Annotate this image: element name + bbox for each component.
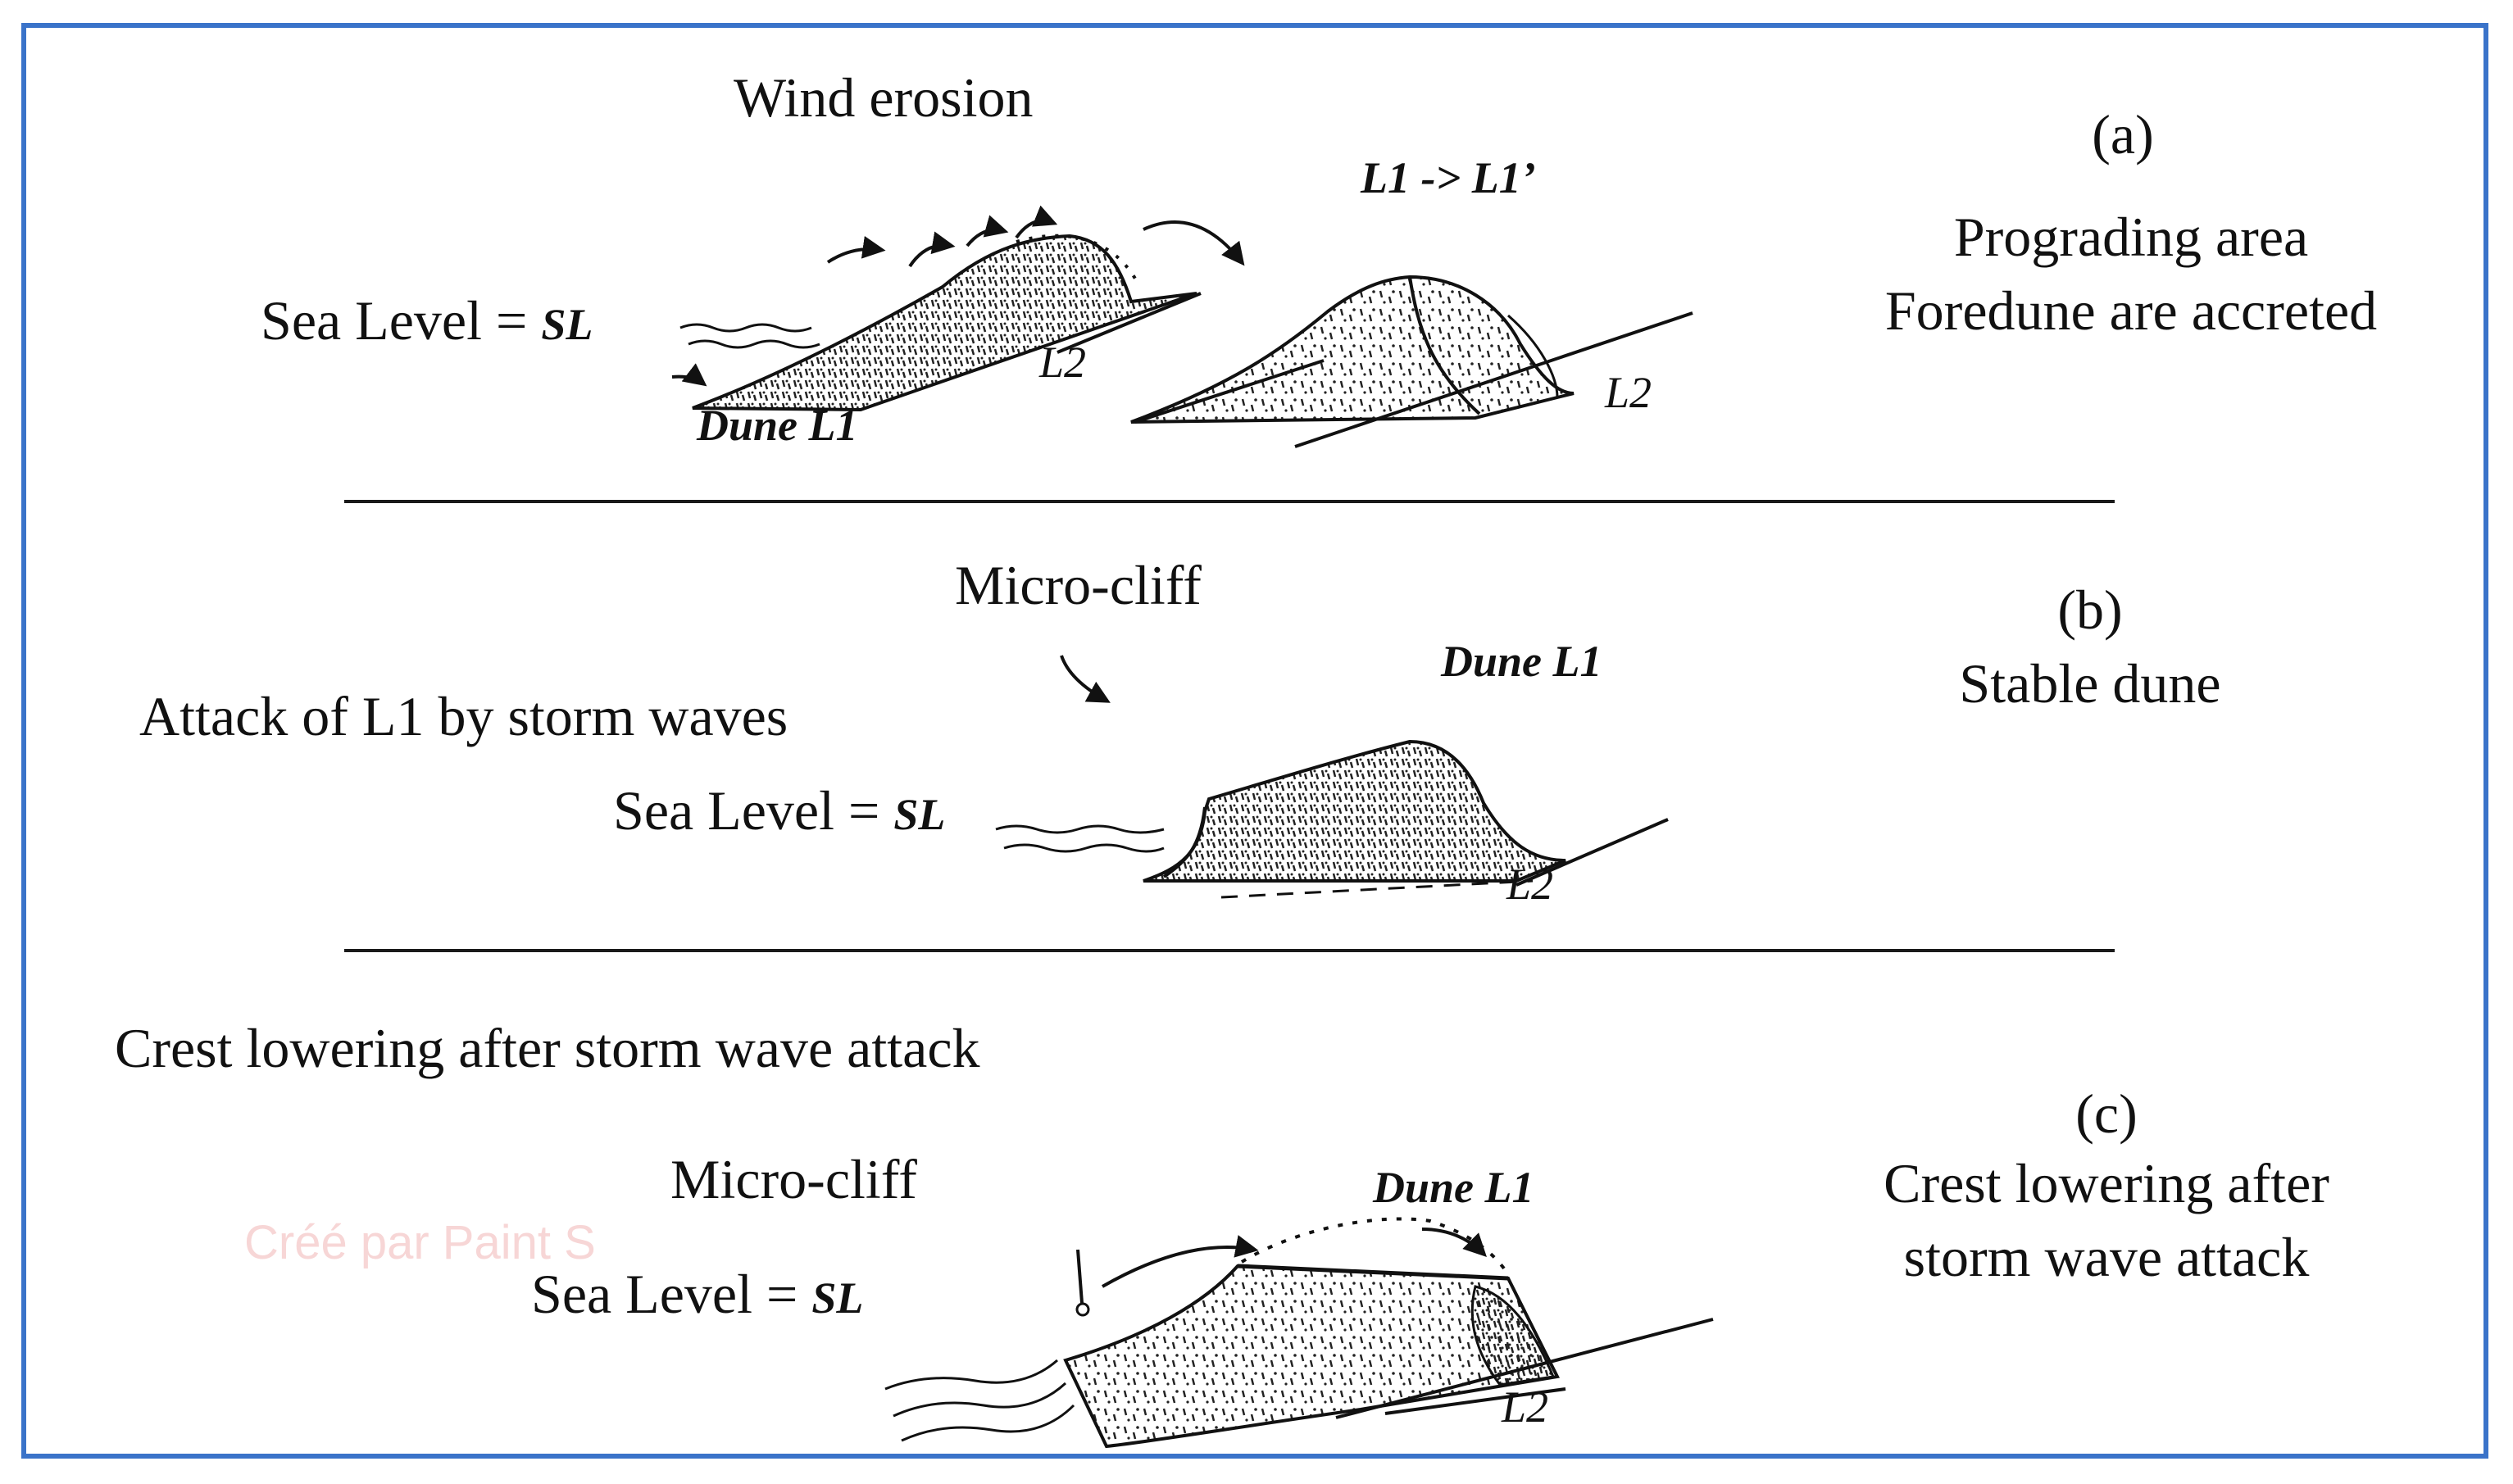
- panel-a-wind-arrows: [671, 205, 1245, 387]
- panel-a-desc-line2: Foredune are accreted: [1884, 279, 2378, 342]
- panel-c-l2-slope: [1335, 1318, 1714, 1419]
- panel-c-tag: (c): [2075, 1082, 2138, 1145]
- panel-b-base-line: [1220, 879, 1534, 899]
- panel-c-arrows: [1102, 1228, 1487, 1288]
- panel-a-lower-profile: [1134, 359, 1325, 424]
- panel-b-attack-label: Attack of L1 by storm waves: [139, 685, 788, 747]
- panel-a-sl-symbol: SL: [541, 300, 593, 349]
- panel-b-micro-cliff-label: Micro-cliff: [955, 554, 1202, 616]
- panel-a-l2-slope-left: [1057, 292, 1202, 354]
- panel-b-sea-level-label: Sea Level = SL: [613, 783, 945, 838]
- panel-b-desc: Stable dune: [1959, 652, 2221, 715]
- panel-c-desc-line1: Crest lowering after: [1884, 1152, 2329, 1214]
- panel-a-slip-face-2: [1507, 314, 1559, 398]
- panel-b-foot: [1162, 806, 1207, 878]
- panel-a-crest-dots: [1016, 234, 1137, 280]
- panel-c-micro-cliff-pointer: [1076, 1249, 1084, 1304]
- panel-a-tag: (a): [2092, 103, 2154, 166]
- panel-a-l2-left-label: L2: [1039, 338, 1087, 387]
- divider-a-b: [344, 500, 2115, 503]
- panel-a-dune-label: Dune L1: [697, 401, 858, 450]
- panel-b-sketch: [995, 655, 1669, 899]
- panel-c-debris: [1470, 1285, 1556, 1386]
- panel-b-tag: (b): [2057, 579, 2123, 641]
- panel-c-sea-level-label: Sea Level = SL: [531, 1266, 863, 1322]
- panel-c-sea-level-text: Sea Level =: [531, 1263, 812, 1325]
- panel-b-l2-label: L2: [1506, 860, 1554, 909]
- panel-a-sketch: [671, 205, 1693, 448]
- panel-c-title: Crest lowering after storm wave attack: [115, 1017, 980, 1079]
- paint-watermark: Créé par Paint S: [244, 1216, 596, 1269]
- panel-a-desc-line1: Prograding area: [1953, 206, 2309, 268]
- panel-b-dune-label: Dune L1: [1441, 637, 1602, 686]
- panel-b-waves: [995, 824, 1165, 853]
- panel-b-sea-level-text: Sea Level =: [613, 779, 894, 842]
- panel-c-pointer-tip: [1075, 1302, 1090, 1317]
- panel-c-dune-label: Dune L1: [1373, 1163, 1534, 1212]
- panel-a-shift-label: L1 -> L1’: [1361, 153, 1536, 202]
- panel-c-dune-l1: [1063, 1264, 1560, 1449]
- panel-c-l2-label: L2: [1502, 1382, 1549, 1432]
- panel-c-sl-symbol: SL: [811, 1273, 864, 1323]
- panel-c-desc-line2: storm wave attack: [1903, 1226, 2310, 1288]
- panel-a-sea-level-label: Sea Level = SL: [261, 293, 593, 348]
- panel-a-slip-face: [1408, 276, 1481, 415]
- panel-a-sea-level-text: Sea Level =: [261, 289, 542, 352]
- panel-b-dune-l1: [1143, 739, 1566, 883]
- panel-a-dune-l1: [692, 234, 1197, 412]
- divider-b-c: [344, 949, 2115, 952]
- panel-c-waves: [884, 1359, 1075, 1442]
- panel-c-micro-cliff-label: Micro-cliff: [670, 1148, 917, 1210]
- panel-b-l2-slope: [1516, 818, 1669, 887]
- panel-a-l2-slope-right: [1294, 311, 1693, 448]
- panel-c-base: [1384, 1387, 1566, 1415]
- panel-c-former-crest: [1240, 1217, 1510, 1276]
- panel-a-waves: [679, 323, 820, 349]
- panel-b-sl-symbol: SL: [893, 790, 946, 839]
- diagram-frame: [21, 23, 2488, 1459]
- panel-a-l2-right-label: L2: [1605, 368, 1652, 417]
- panel-c-lowered-crest: [1237, 1264, 1509, 1281]
- panel-a-title: Wind erosion: [734, 66, 1034, 129]
- panel-c-sketch: [884, 1217, 1714, 1449]
- panel-b-micro-cliff-arrow: [1060, 655, 1111, 703]
